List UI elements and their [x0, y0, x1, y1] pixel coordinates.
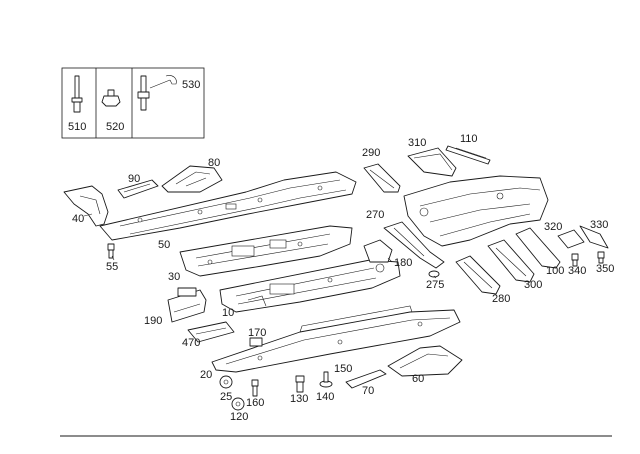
stud-530-icon[interactable]	[137, 75, 177, 111]
label-55: 55	[106, 261, 118, 273]
label-330: 330	[590, 219, 608, 231]
part-280-rail[interactable]	[455, 255, 501, 295]
label-120: 120	[230, 411, 248, 423]
label-150: 150	[334, 363, 352, 375]
fastener-160-icon[interactable]	[251, 379, 259, 397]
leader-lines	[83, 213, 437, 279]
label-170: 170	[248, 327, 266, 339]
part-80-crossmember[interactable]	[161, 165, 223, 193]
part-330-bracket[interactable]	[579, 225, 609, 249]
part-310-bracket[interactable]	[407, 147, 457, 177]
part-270-rail[interactable]	[383, 221, 445, 269]
part-180-bracket[interactable]	[363, 239, 393, 263]
part-170-clip[interactable]	[249, 337, 263, 347]
fastener-55-icon[interactable]	[107, 243, 115, 259]
part-300-rail[interactable]	[487, 239, 535, 283]
label-80: 80	[208, 157, 220, 169]
fastener-inset	[61, 67, 205, 139]
part-110-rail[interactable]	[445, 145, 491, 165]
part-290-bracket[interactable]	[363, 163, 401, 193]
bolt-510-icon[interactable]	[71, 75, 83, 113]
label-300: 300	[524, 279, 542, 291]
part-470-bracket[interactable]	[187, 321, 235, 343]
label-30: 30	[168, 271, 180, 283]
fastener-140-icon[interactable]	[319, 371, 333, 388]
label-90: 90	[128, 173, 140, 185]
label-20: 20	[200, 369, 212, 381]
label-50: 50	[158, 239, 170, 251]
fastener-25-icon[interactable]	[219, 375, 233, 389]
part-20-underbody-panel[interactable]	[211, 305, 461, 373]
part-190-bracket[interactable]	[167, 287, 207, 323]
label-25: 25	[220, 391, 232, 403]
label-70: 70	[362, 385, 374, 397]
fastener-130-icon[interactable]	[295, 375, 305, 393]
label-520: 520	[106, 121, 124, 133]
nut-520-icon[interactable]	[101, 89, 121, 107]
label-320: 320	[544, 221, 562, 233]
fastener-120-icon[interactable]	[231, 397, 245, 411]
label-280: 280	[492, 293, 510, 305]
part-30-center-floor[interactable]	[179, 225, 353, 277]
label-100: 100	[546, 265, 564, 277]
label-470: 470	[182, 337, 200, 349]
label-270: 270	[366, 209, 384, 221]
label-60: 60	[412, 373, 424, 385]
label-350: 350	[596, 263, 614, 275]
label-40: 40	[72, 213, 84, 225]
part-body-rear-frame	[403, 175, 549, 247]
part-60-rear-panel[interactable]	[387, 345, 463, 377]
fastener-350-icon[interactable]	[597, 251, 605, 264]
label-530: 530	[182, 79, 200, 91]
label-510: 510	[68, 121, 86, 133]
label-180: 180	[394, 257, 412, 269]
fastener-340-icon[interactable]	[571, 253, 579, 267]
label-10: 10	[222, 307, 234, 319]
part-320-bracket[interactable]	[557, 229, 585, 249]
label-140: 140	[316, 391, 334, 403]
fastener-275-icon[interactable]	[428, 270, 440, 278]
part-90-bracket[interactable]	[117, 179, 159, 199]
label-290: 290	[362, 147, 380, 159]
part-70-bracket[interactable]	[345, 369, 387, 389]
part-100-rail[interactable]	[515, 227, 561, 269]
part-50-front-floor[interactable]	[99, 171, 357, 241]
label-310: 310	[408, 137, 426, 149]
label-275: 275	[426, 279, 444, 291]
label-110: 110	[460, 133, 478, 145]
label-130: 130	[290, 393, 308, 405]
label-160: 160	[246, 397, 264, 409]
part-40-fender-bracket[interactable]	[63, 185, 109, 227]
label-190: 190	[144, 315, 162, 327]
label-340: 340	[568, 265, 586, 277]
